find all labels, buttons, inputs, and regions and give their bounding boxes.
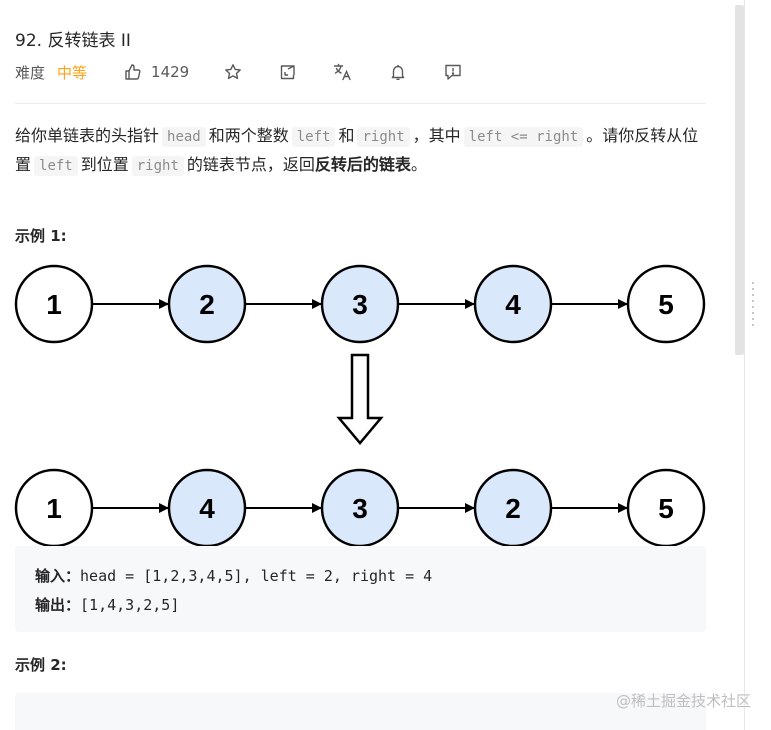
- list-node-value: 1: [46, 289, 62, 320]
- list-node: [626, 264, 706, 344]
- problem-meta-row: 难度 中等 1429: [15, 60, 463, 84]
- input-value: head = [1,2,3,4,5], left = 2, right = 4: [80, 567, 433, 585]
- like-button[interactable]: 1429: [123, 62, 189, 82]
- scrollbar-thumb[interactable]: [735, 5, 744, 355]
- inline-code-left: left: [34, 156, 78, 176]
- inline-code-condition: left <= right: [463, 127, 584, 147]
- thumbs-up-icon: [123, 62, 143, 82]
- list-node-value: 5: [658, 289, 674, 320]
- difficulty-value: 中等: [57, 63, 88, 82]
- statement-text: ，其中: [412, 126, 461, 145]
- list-node: [473, 264, 553, 344]
- list-node-value: 2: [505, 493, 521, 524]
- statement-text: 给你单链表的头指针: [15, 126, 160, 145]
- example-1-io-block: 输入：head = [1,2,3,4,5], left = 2, right =…: [15, 546, 706, 632]
- scrollbar-track[interactable]: [744, 0, 745, 730]
- statement-text: 和两个整数: [208, 126, 289, 145]
- inline-code-left: left: [291, 127, 336, 147]
- statement-text: 到位置: [80, 155, 129, 174]
- down-arrow-icon: [336, 353, 384, 445]
- inline-code-right: right: [357, 127, 410, 147]
- statement-text: 的链表节点，返回: [186, 155, 315, 174]
- header-divider: [15, 103, 706, 104]
- list-after-reversal: 1 4 3 2 5: [14, 468, 706, 548]
- example-output-line: 输出：[1,4,3,2,5]: [35, 591, 686, 620]
- output-value: [1,4,3,2,5]: [80, 596, 180, 614]
- list-node: [320, 264, 400, 344]
- list-node: [14, 264, 94, 344]
- list-node-value: 3: [352, 289, 368, 320]
- example-2-io-block: [15, 693, 706, 730]
- feedback-icon[interactable]: [443, 62, 463, 82]
- inline-code-right: right: [131, 156, 184, 176]
- output-label: 输出：: [35, 596, 81, 614]
- share-icon[interactable]: [278, 62, 298, 82]
- translate-icon[interactable]: [333, 62, 353, 82]
- example-2-title: 示例 2:: [15, 656, 67, 674]
- input-label: 输入：: [35, 567, 81, 585]
- list-node-value: 5: [658, 493, 674, 524]
- statement-emphasis: 反转后的链表: [314, 155, 411, 174]
- list-before-reversal: 1 2 3 4 5: [14, 264, 706, 344]
- example-1-title: 示例 1:: [15, 227, 67, 245]
- inline-code-head: head: [162, 127, 206, 147]
- list-node: [167, 264, 247, 344]
- statement-text: 。请你反转从位置: [15, 126, 699, 174]
- panel-resize-handle[interactable]: [750, 282, 756, 330]
- statement-text: 。: [410, 155, 427, 174]
- difficulty-label: 难度: [15, 63, 46, 82]
- list-node-value: 2: [199, 289, 215, 320]
- statement-text: 和: [338, 126, 355, 145]
- example-input-line: 输入：head = [1,2,3,4,5], left = 2, right =…: [35, 562, 686, 591]
- star-icon[interactable]: [223, 62, 243, 82]
- like-count: 1429: [151, 63, 190, 81]
- list-node-value: 4: [199, 493, 215, 524]
- list-node-value: 3: [352, 493, 368, 524]
- list-node-value: 1: [46, 493, 62, 524]
- linked-list-diagram: 1 2 3 4 5 1 4 3 2 5: [14, 264, 706, 548]
- list-node-value: 4: [505, 289, 521, 320]
- bell-icon[interactable]: [388, 62, 408, 82]
- problem-title: 92. 反转链表 II: [15, 31, 131, 51]
- watermark-text: @稀土掘金技术社区: [615, 692, 751, 710]
